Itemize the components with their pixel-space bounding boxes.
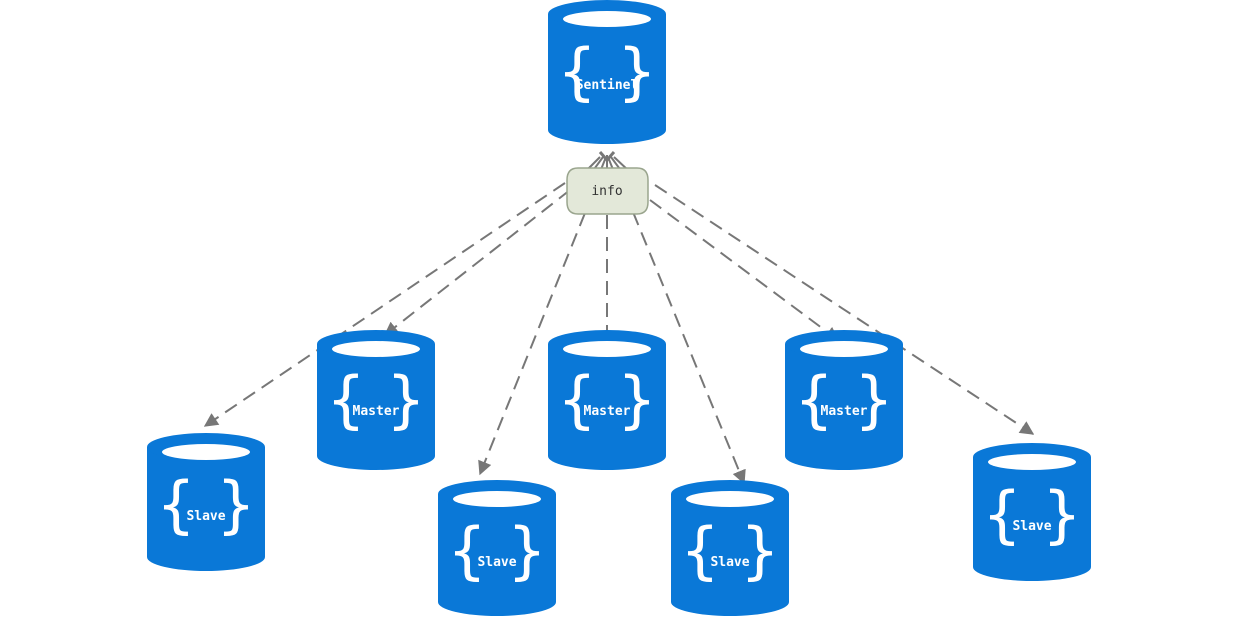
svg-text:}: } — [617, 363, 656, 436]
svg-text:}: } — [740, 514, 779, 587]
svg-text:{: { — [982, 478, 1021, 551]
database-icon: { } — [973, 443, 1091, 581]
edge-info-to-master-3 — [649, 199, 840, 341]
sentinel-node: { } Sentinel — [548, 0, 666, 144]
svg-text:}: } — [507, 514, 546, 587]
database-icon: { } — [785, 330, 903, 470]
master-node: { } Master — [785, 330, 903, 470]
edge-info-to-slave-2 — [478, 212, 586, 476]
master-label: Master — [353, 404, 400, 419]
sentinel-label: Sentinel — [576, 78, 639, 93]
svg-text:}: } — [617, 35, 656, 108]
master-node: { } Master — [317, 330, 435, 470]
database-icon: { } — [548, 0, 666, 144]
svg-text:}: } — [386, 363, 425, 436]
slave-node: { } Slave — [973, 443, 1091, 581]
svg-text:{: { — [680, 514, 719, 587]
database-icon: { } — [317, 330, 435, 470]
slave-node: { } Slave — [671, 480, 789, 616]
svg-text:{: { — [557, 363, 596, 436]
info-node: info — [566, 167, 649, 215]
svg-text:{: { — [557, 35, 596, 108]
svg-text:{: { — [794, 363, 833, 436]
edge-info-to-slave-1 — [203, 182, 566, 427]
svg-text:}: } — [854, 363, 893, 436]
edge-info-to-slave-4 — [654, 184, 1035, 435]
master-label: Master — [821, 404, 868, 419]
slave-label: Slave — [186, 509, 225, 524]
svg-text:}: } — [1042, 478, 1081, 551]
svg-text:}: } — [216, 468, 255, 541]
edges — [203, 182, 1035, 485]
info-label: info — [591, 184, 622, 199]
svg-text:{: { — [156, 468, 195, 541]
slave-label: Slave — [1012, 519, 1051, 534]
master-label: Master — [584, 404, 631, 419]
svg-text:{: { — [447, 514, 486, 587]
slave-node: { } Slave — [147, 433, 265, 571]
database-icon: { } — [548, 330, 666, 470]
slave-label: Slave — [710, 555, 749, 570]
master-node: { } Master — [548, 330, 666, 470]
edge-info-to-slave-3 — [632, 211, 746, 485]
edge-info-to-master-1 — [383, 189, 571, 336]
svg-text:{: { — [326, 363, 365, 436]
slave-label: Slave — [477, 555, 516, 570]
database-icon: { } — [438, 480, 556, 616]
database-icon: { } — [671, 480, 789, 616]
slave-node: { } Slave — [438, 480, 556, 616]
database-icon: { } — [147, 433, 265, 571]
